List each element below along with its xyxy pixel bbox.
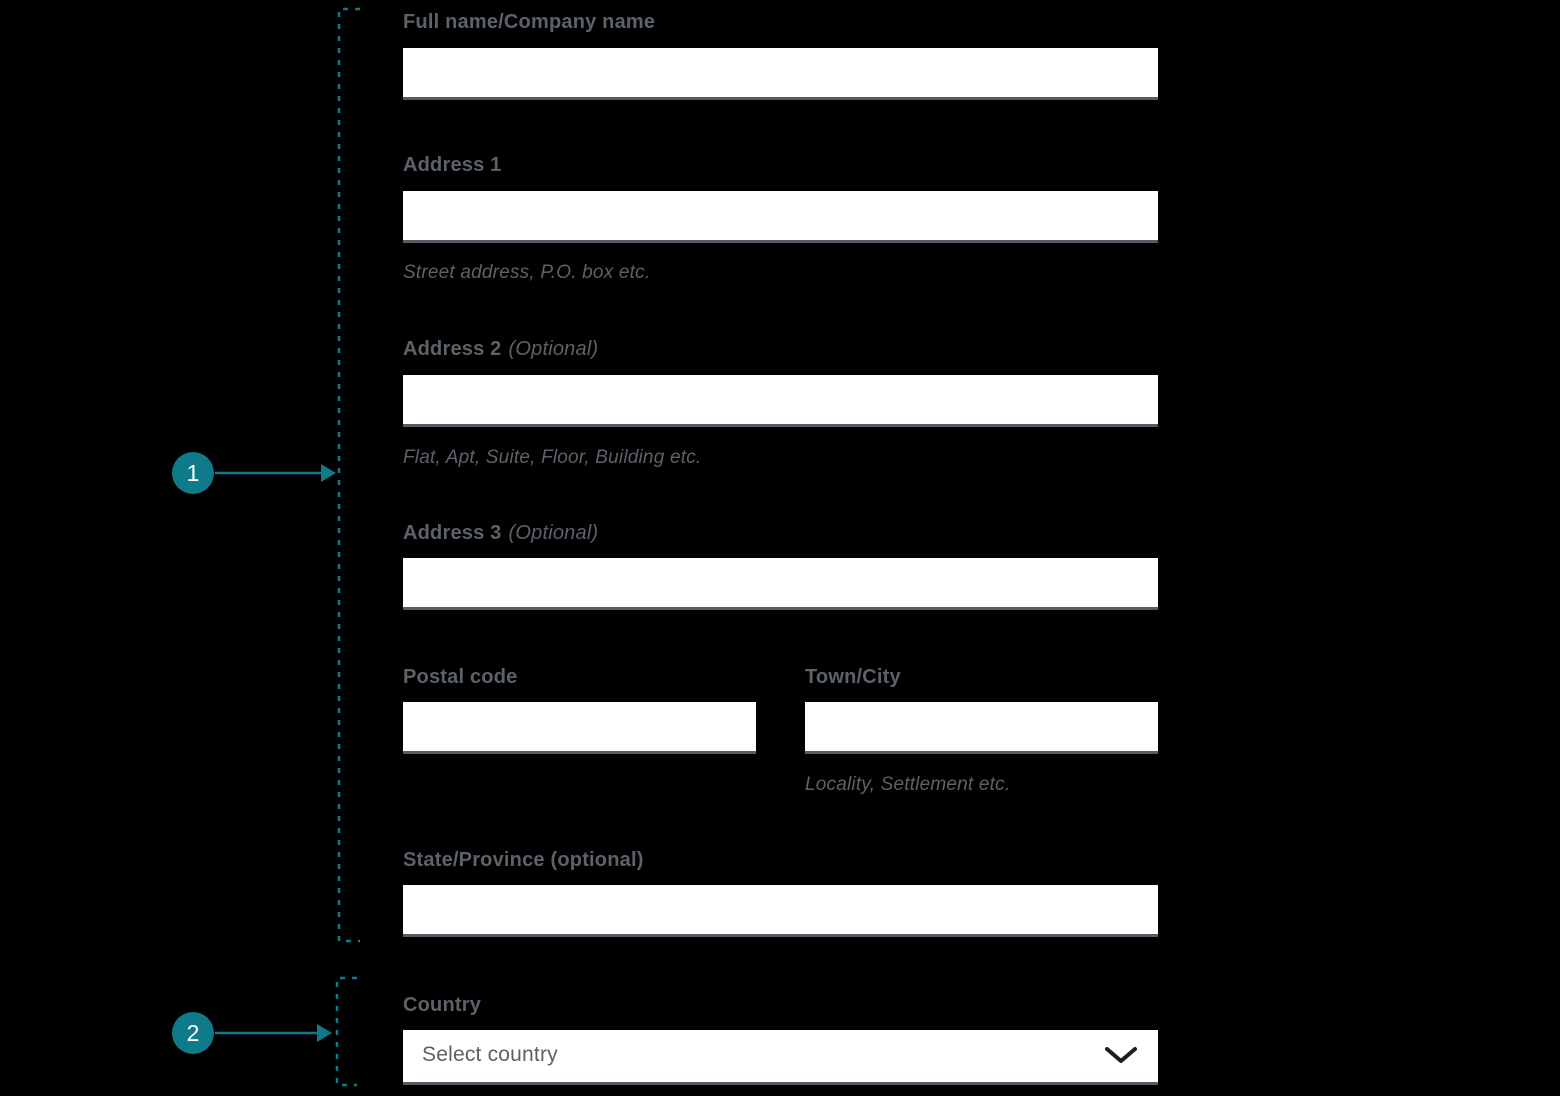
annotation-marker-1: 1 bbox=[172, 452, 214, 494]
bracket-section-1 bbox=[337, 7, 360, 943]
town-city-hint: Locality, Settlement etc. bbox=[805, 774, 1011, 795]
address2-optional-text: (Optional) bbox=[508, 338, 599, 360]
annotation-marker-2: 2 bbox=[172, 1012, 214, 1054]
country-select[interactable]: Select country bbox=[403, 1030, 1158, 1085]
town-city-input[interactable] bbox=[805, 702, 1158, 754]
address3-label-text: Address 3 bbox=[403, 522, 502, 544]
address1-input[interactable] bbox=[403, 191, 1158, 243]
address3-input[interactable] bbox=[403, 558, 1158, 610]
town-city-label: Town/City bbox=[805, 666, 901, 688]
address3-optional-text: (Optional) bbox=[508, 522, 599, 544]
address1-label: Address 1 bbox=[403, 154, 502, 176]
address2-label-text: Address 2 bbox=[403, 338, 502, 360]
bracket-section-2 bbox=[335, 976, 357, 1087]
state-province-label: State/Province (optional) bbox=[403, 849, 644, 871]
annotation-arrowhead-2 bbox=[317, 1024, 332, 1042]
postal-code-label: Postal code bbox=[403, 666, 518, 688]
address1-hint: Street address, P.O. box etc. bbox=[403, 262, 651, 283]
country-label: Country bbox=[403, 994, 482, 1016]
address2-input[interactable] bbox=[403, 375, 1158, 427]
state-province-input[interactable] bbox=[403, 885, 1158, 937]
country-select-value: Select country bbox=[422, 1042, 558, 1066]
chevron-down-icon bbox=[1105, 1046, 1137, 1063]
full-name-label: Full name/Company name bbox=[403, 11, 656, 33]
address3-label: Address 3 (Optional) bbox=[403, 521, 598, 545]
full-name-input[interactable] bbox=[403, 48, 1158, 100]
address2-label: Address 2 (Optional) bbox=[403, 337, 598, 361]
address2-hint: Flat, Apt, Suite, Floor, Building etc. bbox=[403, 447, 702, 468]
postal-code-input[interactable] bbox=[403, 702, 756, 754]
annotation-arrowhead-1 bbox=[321, 464, 336, 482]
